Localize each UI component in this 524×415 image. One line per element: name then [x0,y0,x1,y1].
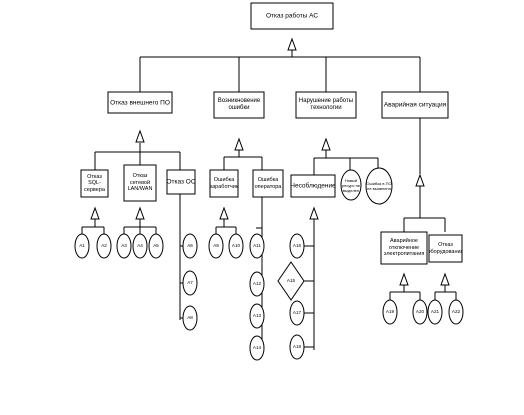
node-l1-a: Отказ внешнего ПО [107,91,173,114]
event-a17: A17 [293,310,302,315]
event-a2: A2 [101,243,107,248]
equip-gate-icon [440,272,450,286]
root-node: Отказ работы АС [250,2,334,30]
l1-a-label: Отказ внешнего ПО [110,100,170,107]
node-norm: Несоблюдение [290,174,336,198]
l1-b-label: Возникновение ошибки [217,98,261,111]
node-os: Отказ ОС [166,169,196,195]
event-a18: A18 [293,344,302,349]
node-l1-c: Нарушение работы технологии [295,91,357,119]
event-a9: A9 [213,243,219,248]
event-a3: A3 [121,243,127,248]
node-oper: Ошибка оператора [252,169,284,198]
basic-events: A1 A2 A3 A4 A5 A6 A7 A8 A9 A10 A11 A12 A… [74,233,464,361]
node-power: Аварийное отключение электропитания [380,231,428,265]
sql-gate-icon [90,206,100,220]
l1c-gate-icon [321,137,331,151]
sql-label: Отказ SQL-сервера [84,173,105,193]
root-gate-icon [287,37,297,51]
event-a5: A5 [153,243,159,248]
l1d-gate-icon [415,173,425,187]
l1a-gate-icon [135,129,145,143]
root-label: Отказ работы АС [266,12,318,20]
event-a12: A12 [253,281,262,286]
event-a1: A1 [79,243,85,248]
oper-label: Ошибка оператора [254,177,282,190]
event-a10: A10 [232,243,241,248]
event-a16: A16 [293,243,302,248]
event-a20: A20 [416,309,425,314]
power-gate-icon [399,272,409,286]
event-a19: A19 [386,309,395,314]
diamond-label: A15 [287,278,296,283]
dev-gate-icon [219,206,229,220]
l1-c-label: Нарушение работы технологии [298,98,354,111]
os-label: Отказ ОС [166,179,195,186]
event-a22: A22 [452,309,461,314]
event-a4: A4 [137,243,143,248]
circle-1-label: Новый ресурс не выделен [341,177,361,193]
event-a13: A13 [253,313,262,318]
node-equip: Отказ оборудования [428,234,463,263]
event-a7: A7 [187,280,193,285]
node-l1-d: Аварийная ситуация [381,91,449,119]
event-a21: A21 [431,309,440,314]
l1-d-label: Аварийная ситуация [384,101,447,109]
node-dev: Ошибка разработчика [209,169,239,198]
node-lan: Отказ сетевой LAN/WAN [123,164,157,202]
power-label: Аварийное отключение электропитания [383,238,425,258]
dev-label: Ошибка разработчика [210,177,238,190]
lan-gate-icon [135,206,145,220]
node-circle-1: Новый ресурс не выделен [340,169,362,201]
norm-gate-icon [309,206,319,220]
event-a14: A14 [253,345,262,350]
node-sql: Отказ SQL-сервера [80,169,109,198]
event-a8: A8 [187,315,193,320]
node-circle-2: Ошибка в ПО не выявлена [365,167,393,205]
node-l1-b: Возникновение ошибки [213,91,265,119]
lan-label: Отказ сетевой LAN/WAN [127,173,153,193]
connector-lines [81,50,457,350]
or-gates [90,37,450,286]
circle-2-label: Ошибка в ПО не выявлена [366,181,392,191]
event-a6: A6 [187,243,193,248]
event-a11: A11 [253,243,261,248]
l1b-gate-icon [234,137,244,151]
equip-label: Отказ оборудования [429,242,462,255]
norm-label: Несоблюдение [290,182,336,190]
diamond-node: A15 [277,261,305,301]
